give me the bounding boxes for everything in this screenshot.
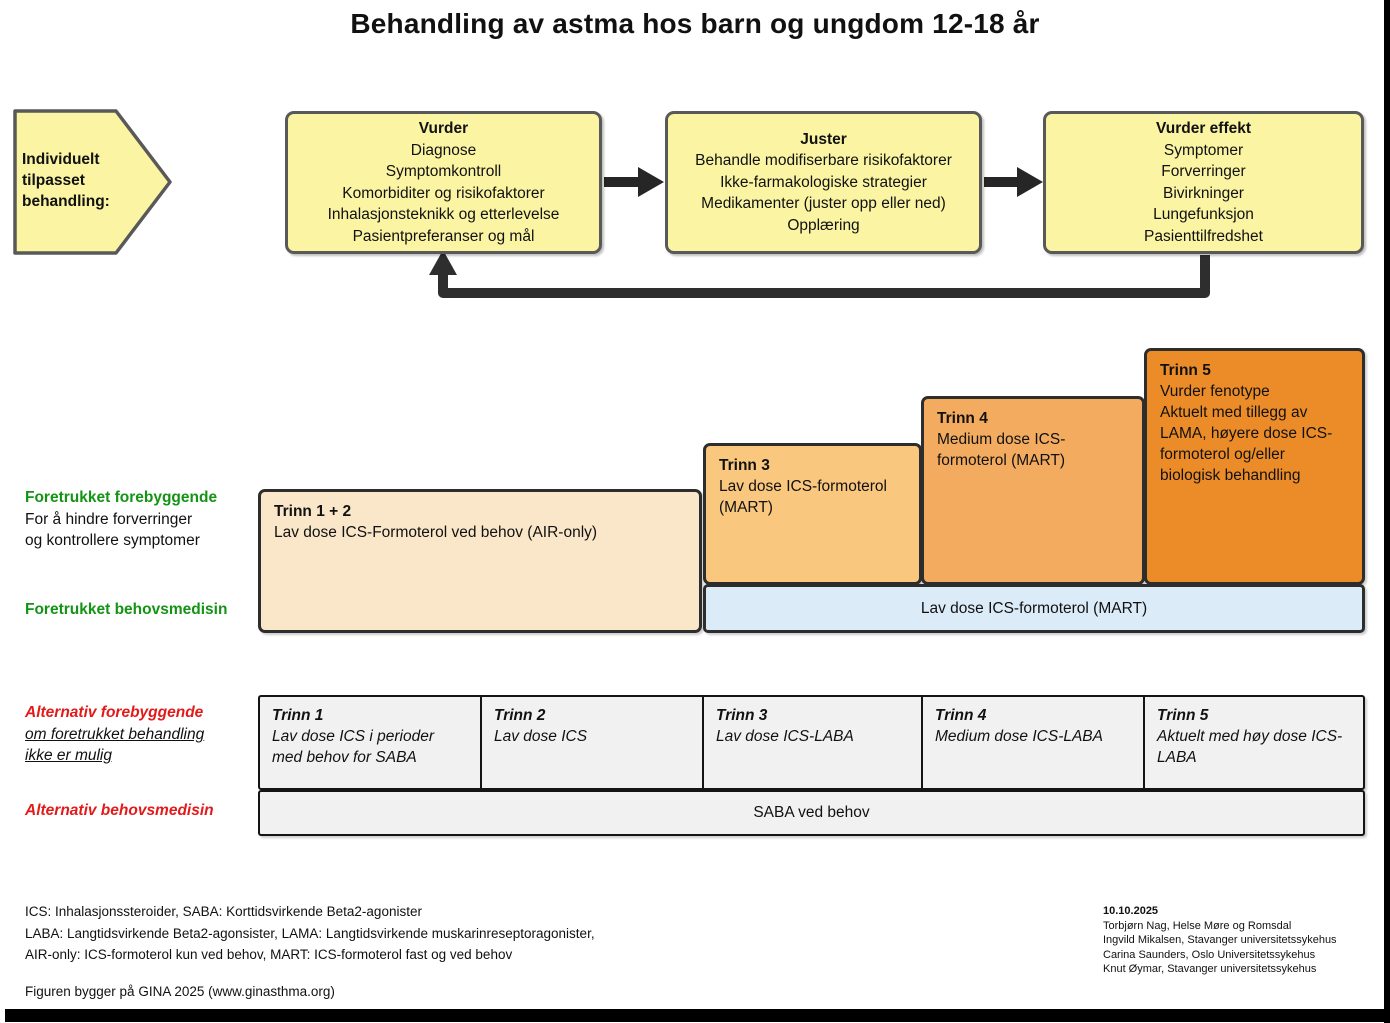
flow-box-vurder-effekt: Vurder effekt Symptomer Forverringer Biv… — [1043, 111, 1364, 254]
label-foretrukket-behovsmedisin: Foretrukket behovsmedisin — [25, 601, 228, 618]
credits-date: 10.10.2025 — [1103, 905, 1159, 917]
page-edge-bottom — [5, 1009, 1390, 1022]
lead-label: Individuelt tilpasset behandling: — [22, 149, 110, 212]
flow-box-line: Ikke-farmakologiske strategier — [720, 173, 927, 191]
flow-box-line: Diagnose — [410, 141, 477, 159]
page-title: Behandling av astma hos barn og ungdom 1… — [350, 8, 1040, 39]
step-body: Aktuelt med tillegg av LAMA, høyere dose… — [1160, 404, 1333, 484]
step-title: Trinn 3 — [719, 457, 770, 474]
alt-step-trinn-4: Trinn 4 Medium dose ICS-LABA — [923, 697, 1145, 788]
credits-line: Carina Saunders, Oslo Universitetssykehu… — [1103, 948, 1316, 961]
step-title: Trinn 4 — [937, 410, 988, 427]
step-title: Trinn 5 — [1160, 362, 1211, 379]
alternative-controller-label: Alternativ forebyggende om foretrukket b… — [25, 702, 204, 767]
flow-box-line: Symptomkontroll — [385, 163, 502, 180]
flow-box-line: Medikamenter (juster opp eller ned) — [701, 195, 946, 213]
abbreviation-footnotes: ICS: Inhalasjonssteroider, SABA: Korttid… — [25, 901, 595, 966]
flow-box-vurder: Vurder Diagnose Symptomkontroll Komorbid… — [285, 111, 602, 254]
flow-box-juster: Juster Behandle modifiserbare risikofakt… — [665, 111, 982, 254]
label-sub-line: ikke er mulig — [25, 747, 112, 764]
flow-box-line: Opplæring — [787, 216, 860, 234]
alt-step-body: Lav dose ICS i perioder med behov for SA… — [272, 728, 434, 766]
page-edge-right — [1384, 0, 1390, 1023]
label-alternativ-forebyggende: Alternativ forebyggende — [25, 704, 204, 721]
arrow-right-icon — [638, 167, 664, 197]
step-body: Lav dose ICS-formoterol (MART) — [719, 478, 887, 516]
arrow-up-icon — [429, 250, 457, 275]
flow-box-line: Pasientpreferanser og mål — [352, 227, 535, 245]
label-sub-line: For å hindre forverringer — [25, 510, 193, 528]
alt-step-body: Lav dose ICS — [494, 728, 588, 745]
flow-box-line: Komorbiditer og risikofaktorer — [342, 184, 545, 202]
footnote-line: AIR-only: ICS-formoterol kun ved behov, … — [25, 947, 513, 962]
alt-step-body: Aktuelt med høy dose ICS-LABA — [1157, 728, 1343, 766]
step-trinn-1-2: Trinn 1 + 2 Lav dose ICS-Formoterol ved … — [258, 489, 702, 633]
flow-box-line: Bivirkninger — [1163, 184, 1244, 202]
alt-step-title: Trinn 1 — [272, 707, 324, 724]
alt-step-title: Trinn 3 — [716, 707, 768, 724]
alt-step-body: Medium dose ICS-LABA — [935, 728, 1103, 745]
flow-arrows — [429, 167, 1210, 298]
alternative-steps-row: Trinn 1 Lav dose ICS i perioder med beho… — [258, 695, 1365, 790]
label-sub-line: om foretrukket behandling — [25, 725, 205, 743]
alt-step-trinn-1: Trinn 1 Lav dose ICS i perioder med beho… — [260, 697, 482, 788]
step-trinn-3: Trinn 3 Lav dose ICS-formoterol (MART) — [703, 443, 922, 585]
feedback-loop-line — [438, 255, 1210, 298]
preferred-reliever-label: Foretrukket behovsmedisin — [25, 599, 227, 621]
credits-line: Knut Øymar, Stavanger universitetssykehu… — [1103, 963, 1317, 975]
lead-label-line: Individuelt — [22, 151, 100, 168]
step-body: Medium dose ICS-formoterol (MART) — [937, 431, 1066, 469]
alt-step-trinn-3: Trinn 3 Lav dose ICS-LABA — [704, 697, 923, 788]
alternative-reliever-label: Alternativ behovsmedisin — [25, 800, 214, 822]
lead-pentagon-shape — [13, 109, 172, 255]
lead-label-line: tilpasset — [22, 172, 85, 189]
alt-step-title: Trinn 4 — [935, 707, 987, 724]
label-sub-line: og kontrollere symptomer — [25, 532, 200, 549]
label-foretrukket-forebyggende: Foretrukket forebyggende — [25, 489, 218, 506]
step-body: Vurder fenotype — [1160, 383, 1270, 400]
flow-box-line: Symptomer — [1163, 141, 1244, 159]
lead-label-line: behandling: — [22, 193, 110, 210]
flow-box-line: Behandle modifiserbare risikofaktorer — [695, 152, 952, 170]
flow-box-line: Forverringer — [1161, 163, 1246, 180]
footnote-line: LABA: Langtidsvirkende Beta2-agonsister,… — [25, 925, 595, 941]
alt-step-trinn-2: Trinn 2 Lav dose ICS — [482, 697, 704, 788]
preferred-controller-label: Foretrukket forebyggende For å hindre fo… — [25, 487, 217, 552]
step-title: Trinn 1 + 2 — [274, 503, 352, 520]
source-note: Figuren bygger på GINA 2025 (www.ginasth… — [25, 984, 335, 999]
alt-step-title: Trinn 5 — [1157, 707, 1209, 724]
credits-line: Ingvild Mikalsen, Stavanger universitets… — [1103, 934, 1337, 946]
step-body: Lav dose ICS-Formoterol ved behov (AIR-o… — [274, 524, 598, 541]
alt-step-title: Trinn 2 — [494, 707, 546, 724]
arrow-right-icon — [1017, 167, 1043, 197]
alternative-reliever-bar: SABA ved behov — [258, 790, 1365, 836]
alt-step-body: Lav dose ICS-LABA — [716, 728, 854, 745]
flow-box-line: Pasienttilfredshet — [1144, 227, 1263, 245]
flow-box-title: Vurder effekt — [1155, 120, 1252, 137]
step-trinn-4: Trinn 4 Medium dose ICS-formoterol (MART… — [921, 396, 1145, 585]
footnote-line: ICS: Inhalasjonssteroider, SABA: Korttid… — [25, 904, 422, 919]
preferred-reliever-bar: Lav dose ICS-formoterol (MART) — [703, 584, 1365, 633]
flow-box-line: Lungefunksjon — [1153, 206, 1254, 223]
preferred-reliever-text: Lav dose ICS-formoterol (MART) — [920, 599, 1148, 617]
flow-box-line: Inhalasjonsteknikk og etterlevelse — [327, 206, 560, 223]
alt-step-trinn-5: Trinn 5 Aktuelt med høy dose ICS-LABA — [1145, 697, 1363, 788]
label-alternativ-behovsmedisin: Alternativ behovsmedisin — [25, 802, 214, 819]
credits-line: Torbjørn Nag, Helse Møre og Romsdal — [1103, 919, 1292, 932]
step-trinn-5: Trinn 5 Vurder fenotype Aktuelt med till… — [1144, 348, 1365, 585]
flow-box-title: Vurder — [418, 120, 469, 137]
flow-box-title: Juster — [800, 130, 847, 148]
alternative-reliever-text: SABA ved behov — [753, 804, 870, 821]
credits-block: 10.10.2025 Torbjørn Nag, Helse Møre og R… — [1103, 904, 1337, 977]
